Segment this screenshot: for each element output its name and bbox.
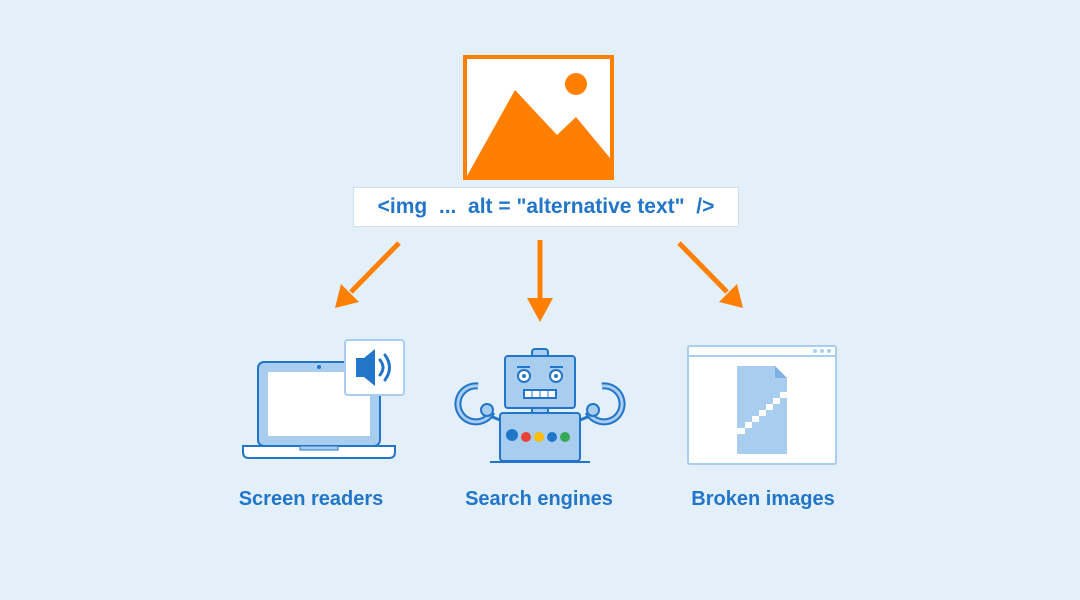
laptop-speaker-icon <box>242 339 405 459</box>
screen-readers-label: Screen readers <box>238 488 384 510</box>
image-icon <box>463 55 614 180</box>
arrow-to-search-engines <box>527 240 553 322</box>
robot-icon <box>454 348 626 463</box>
arrow-to-broken-images <box>677 241 743 308</box>
arrow-to-screen-readers <box>335 241 401 308</box>
broken-image-icon <box>687 345 837 465</box>
img-alt-code-snippet: <img ... alt = "alternative text" /> <box>353 187 739 227</box>
broken-images-label: Broken images <box>691 488 835 510</box>
search-engines-label: Search engines <box>465 488 613 510</box>
